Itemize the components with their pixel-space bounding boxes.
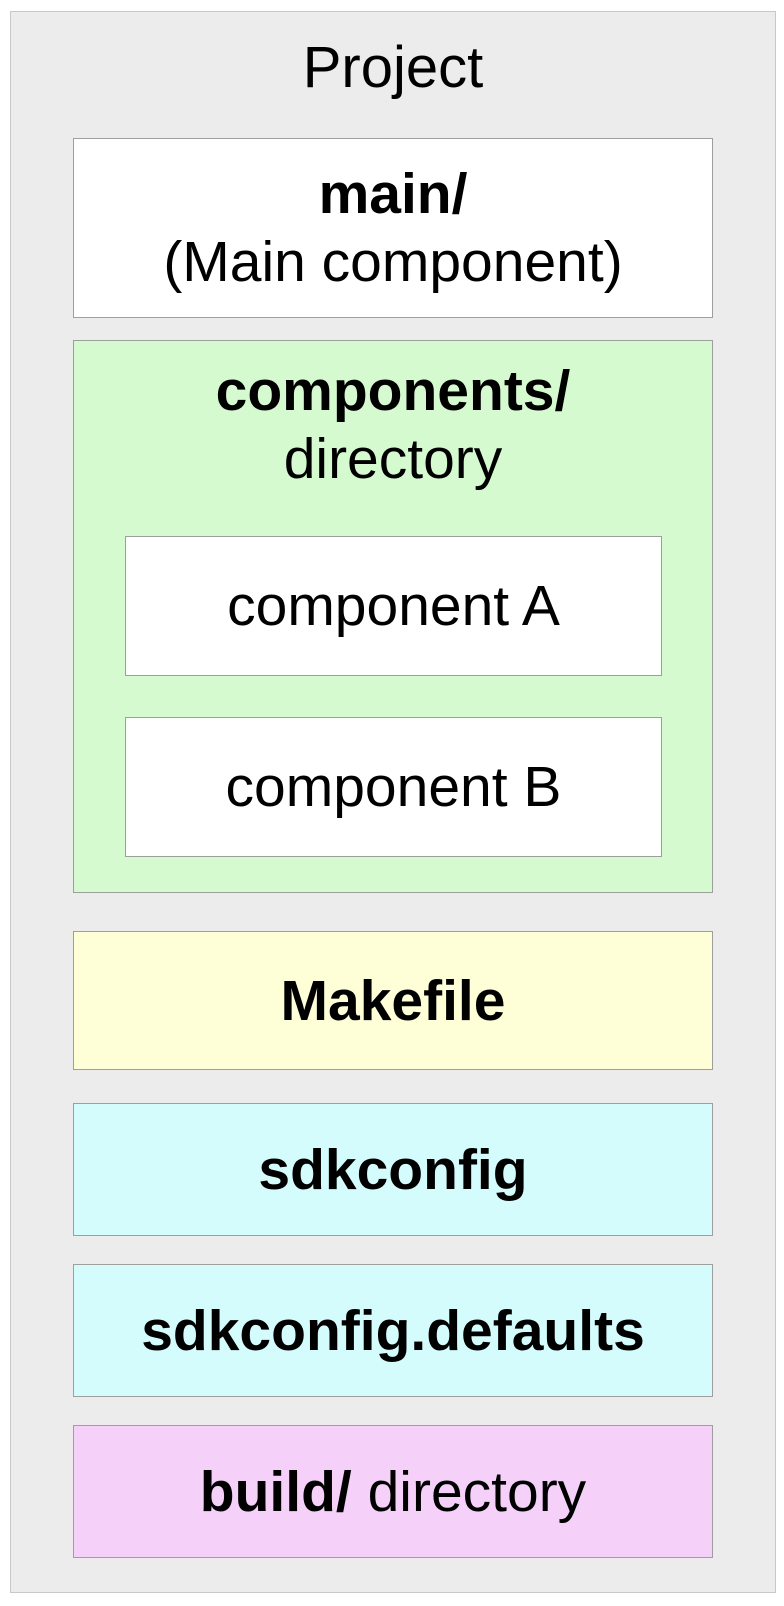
sdkconfig-defaults-box: sdkconfig.defaults bbox=[73, 1264, 713, 1397]
project-container: Project main/ (Main component) component… bbox=[10, 11, 776, 1593]
component-b-box: component B bbox=[125, 717, 662, 857]
sdkconfig-name: sdkconfig bbox=[258, 1137, 528, 1202]
component-a-box: component A bbox=[125, 536, 662, 676]
components-folder-name: components/ bbox=[215, 359, 571, 423]
project-title: Project bbox=[302, 35, 484, 100]
build-folder-name: build/ bbox=[199, 1459, 352, 1524]
component-b-label: component B bbox=[225, 755, 562, 819]
build-folder-description: directory bbox=[367, 1459, 587, 1524]
sdkconfig-defaults-name: sdkconfig.defaults bbox=[141, 1298, 645, 1363]
build-folder-box: build/ directory bbox=[73, 1425, 713, 1558]
components-folder-description: directory bbox=[283, 427, 503, 491]
main-folder-name: main/ bbox=[318, 162, 468, 226]
component-a-label: component A bbox=[227, 574, 560, 638]
sdkconfig-box: sdkconfig bbox=[73, 1103, 713, 1236]
components-folder-box: components/ directory component A compon… bbox=[73, 340, 713, 893]
makefile-name: Makefile bbox=[280, 968, 506, 1033]
main-folder-description: (Main component) bbox=[163, 230, 623, 294]
main-folder-box: main/ (Main component) bbox=[73, 138, 713, 318]
makefile-box: Makefile bbox=[73, 931, 713, 1070]
